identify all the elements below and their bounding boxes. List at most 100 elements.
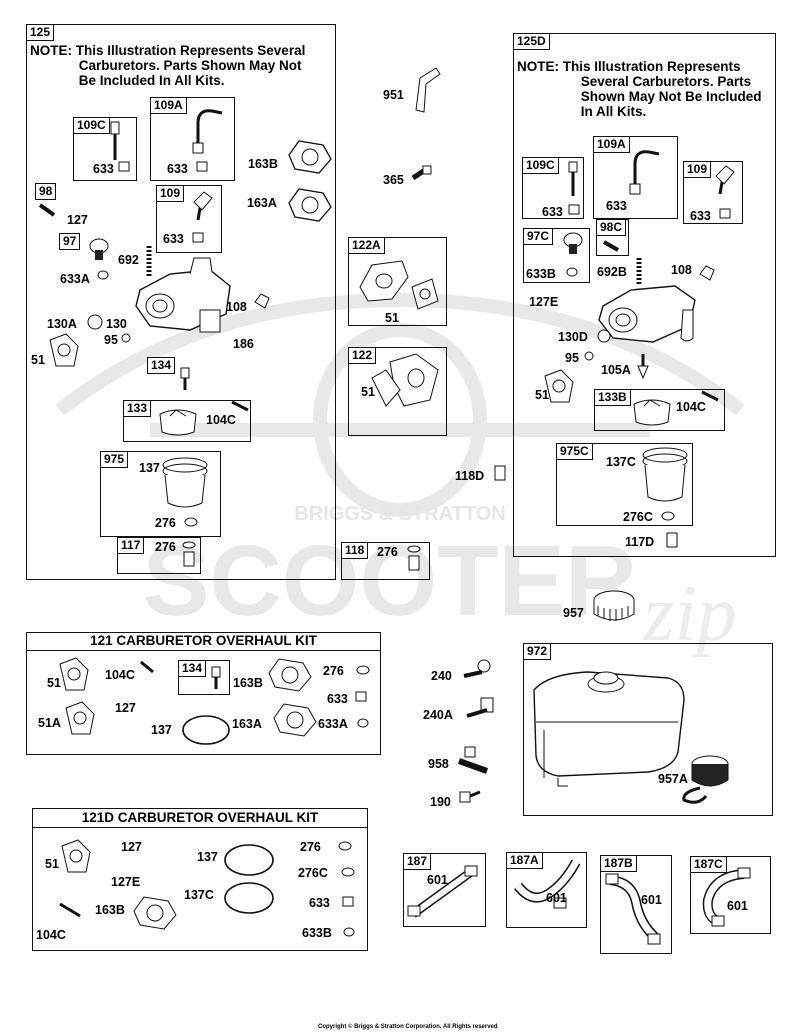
watermark-scooter: SCOOTER <box>143 525 637 637</box>
washer-icon <box>192 232 204 243</box>
washer-icon <box>566 267 578 277</box>
label-951: 951 <box>383 88 404 102</box>
carburetor-body-icon <box>598 285 696 343</box>
label-958: 958 <box>428 757 449 771</box>
washer-icon <box>118 161 130 172</box>
label-130a: 130A <box>47 317 77 331</box>
label-127e: 127E <box>111 875 141 889</box>
label-51: 51 <box>45 857 59 871</box>
label-240: 240 <box>431 669 452 683</box>
label-276: 276 <box>155 540 176 554</box>
gasket-163a-icon <box>273 703 317 737</box>
gasket-51-icon <box>49 333 79 367</box>
label-276c: 276C <box>298 866 328 880</box>
label-137: 137 <box>151 723 172 737</box>
bowl-nut-icon <box>182 541 196 567</box>
gasket-163a-icon <box>288 188 332 222</box>
label-633a: 633A <box>60 272 90 286</box>
label-51: 51 <box>535 388 549 402</box>
label-163b: 163B <box>95 903 125 917</box>
tag-134: 134 <box>147 357 176 374</box>
screw-icon <box>603 240 619 252</box>
tag-109a: 109A <box>150 97 187 114</box>
label-51: 51 <box>361 385 375 399</box>
label-601: 601 <box>727 899 748 913</box>
washer-icon <box>184 517 198 527</box>
label-127e: 127E <box>529 295 559 309</box>
label-130d: 130D <box>558 330 588 344</box>
tag-187: 187 <box>403 853 432 870</box>
bowl-nut-icon <box>407 545 421 571</box>
label-276: 276 <box>155 516 176 530</box>
label-186: 186 <box>233 337 254 351</box>
washer-icon <box>342 896 354 907</box>
shutoff-valve-240-icon <box>463 659 491 678</box>
kit-121-titlebar <box>26 632 381 651</box>
gasket-163b-icon <box>133 896 177 930</box>
gasket-ring-icon <box>224 844 274 876</box>
label-137c: 137C <box>184 888 214 902</box>
tag-187c: 187C <box>690 856 727 873</box>
label-51a: 51A <box>38 716 61 730</box>
screw-icon <box>584 351 594 361</box>
tag-118: 118 <box>341 542 369 559</box>
needle-icon <box>715 165 735 195</box>
label-137: 137 <box>197 850 218 864</box>
needle-wire-icon <box>192 109 223 154</box>
box-122a <box>348 237 447 326</box>
tag-972: 972 <box>523 643 552 660</box>
washer-icon <box>568 204 580 215</box>
float-bowl-icon <box>162 457 208 508</box>
tag-97: 97 <box>59 233 81 250</box>
box-kit-121 <box>26 632 381 755</box>
box-kit-121d <box>32 808 368 951</box>
label-130: 130 <box>106 317 127 331</box>
label-108: 108 <box>226 300 247 314</box>
screw-icon <box>121 333 131 343</box>
box-122 <box>348 347 447 436</box>
washer-icon <box>196 161 208 172</box>
kit-121-title: 121 CARBURETOR OVERHAUL KIT <box>90 633 317 648</box>
gasket-51a-icon <box>65 701 95 735</box>
box-97c <box>523 228 590 283</box>
needle-wire-icon <box>629 150 660 195</box>
tag-125d: 125D <box>513 33 550 50</box>
washer-icon <box>356 665 370 675</box>
note-125: NOTE: This Illustration Represents Sever… <box>30 43 306 88</box>
label-104c: 104C <box>676 400 706 414</box>
washer-icon <box>338 841 352 851</box>
float-icon <box>633 399 671 426</box>
gasket-51-icon <box>61 839 91 873</box>
box-975c <box>556 443 693 526</box>
bowl-nut-icon <box>666 532 678 548</box>
washer-icon <box>661 511 675 521</box>
pin-icon <box>59 902 81 918</box>
box-109-d <box>683 161 743 224</box>
throttle-plate-icon <box>254 293 270 309</box>
box-125d <box>513 33 776 557</box>
box-125 <box>26 24 336 580</box>
choke-knob-icon <box>563 232 583 254</box>
tag-133b: 133B <box>594 389 631 406</box>
washer-icon <box>97 270 109 280</box>
tag-109a: 109A <box>593 136 630 153</box>
spring-icon <box>636 258 642 284</box>
tag-187a: 187A <box>506 852 543 869</box>
fuel-tank-icon <box>533 671 685 787</box>
label-51: 51 <box>385 311 399 325</box>
gasket-ring-icon <box>182 715 230 745</box>
label-633b: 633B <box>302 926 332 940</box>
label-633: 633 <box>163 232 184 246</box>
label-601: 601 <box>546 891 567 905</box>
fuel-line-187c-icon <box>702 867 751 927</box>
tag-122a: 122A <box>348 237 385 254</box>
label-163a: 163A <box>232 717 262 731</box>
tag-975c: 975C <box>556 443 593 460</box>
tag-122: 122 <box>348 347 377 364</box>
label-276c: 276C <box>623 510 653 524</box>
label-190: 190 <box>430 795 451 809</box>
fuel-cap-957-icon <box>593 590 635 621</box>
tag-109: 109 <box>156 185 185 202</box>
gasket-51-icon <box>544 369 574 403</box>
